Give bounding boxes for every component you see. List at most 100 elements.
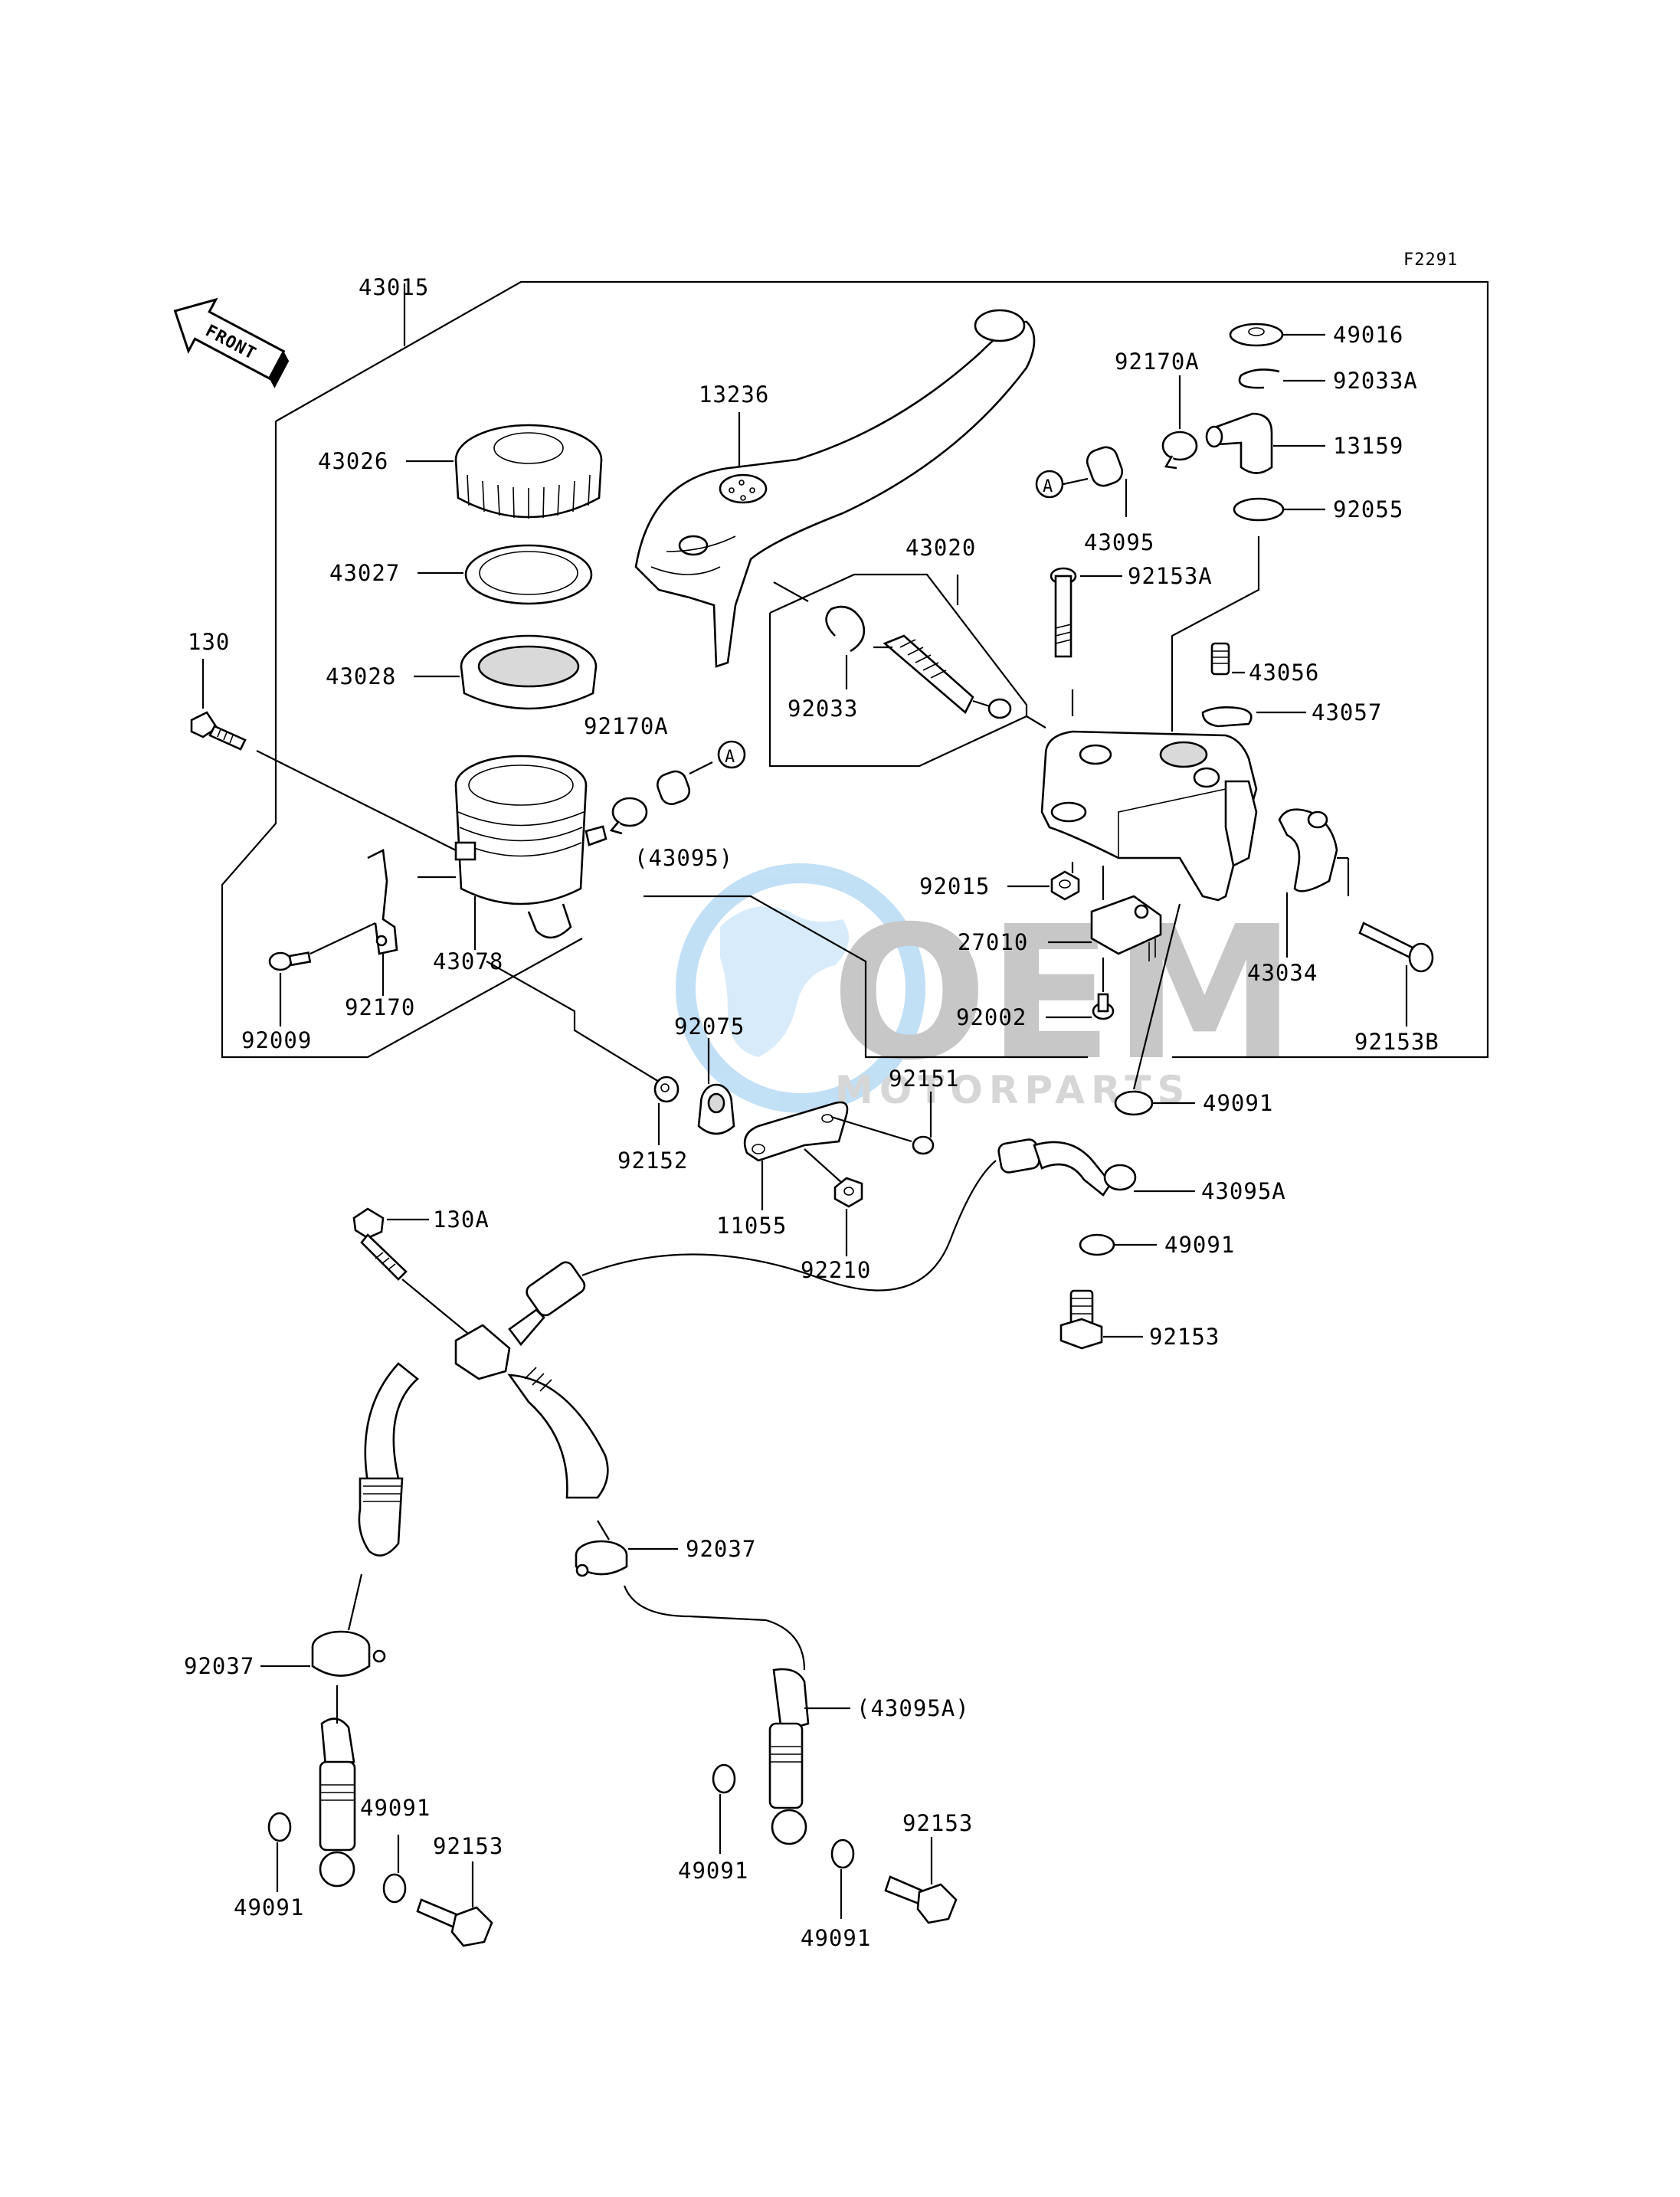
- label-92170a-left: 92170A: [584, 713, 669, 739]
- hose-43095-left: [657, 770, 691, 805]
- hose-branch-right: [623, 1585, 810, 1845]
- label-92075: 92075: [674, 1013, 745, 1040]
- piston-group-outline: [768, 573, 1028, 768]
- label-92152: 92152: [617, 1148, 688, 1174]
- label-43034: 43034: [1247, 960, 1318, 986]
- bolt-130: [190, 711, 247, 751]
- watermark-continents: [720, 906, 849, 1057]
- diaphragm: [460, 634, 598, 710]
- bolt-92153-c: [416, 1898, 493, 1947]
- bracket-11055: [743, 1101, 849, 1162]
- assembly-outline: [275, 280, 1489, 1059]
- cap-49016: [1229, 323, 1284, 347]
- bolt-92153b: [1358, 922, 1434, 973]
- nut-92210: [833, 1177, 863, 1208]
- watermark-globe: [676, 863, 925, 1113]
- clamp-92037-b: [311, 1630, 386, 1677]
- screw-92009: [268, 951, 312, 971]
- figure-code: F2291: [1403, 250, 1458, 270]
- label-92033: 92033: [788, 696, 858, 722]
- label-130: 130: [188, 629, 230, 655]
- bolt-92153-a: [1059, 1289, 1103, 1350]
- label-92153-b: 92153: [902, 1810, 973, 1836]
- bolt-130a: [352, 1207, 408, 1281]
- label-92015: 92015: [919, 873, 990, 899]
- label-92153-c: 92153: [433, 1833, 503, 1859]
- washer-92152: [653, 1076, 680, 1103]
- callout-a-left: A: [725, 748, 735, 767]
- label-43028: 43028: [326, 663, 396, 689]
- reservoir-cap: [454, 424, 603, 519]
- hose-splitter: [358, 1261, 609, 1557]
- washer-49091-a: [1114, 1090, 1154, 1116]
- brake-lever: [634, 309, 1036, 668]
- cap-43057: [1201, 706, 1253, 728]
- label-92153a: 92153A: [1128, 563, 1213, 589]
- assembly-outline-left: [221, 421, 583, 1059]
- label-92153b: 92153B: [1354, 1029, 1439, 1055]
- label-13159: 13159: [1333, 433, 1403, 459]
- label-130a: 130A: [433, 1207, 490, 1233]
- screw-92151: [912, 1135, 935, 1155]
- circlip-92033a: [1238, 368, 1280, 389]
- master-cylinder-body: [1040, 730, 1258, 902]
- label-92151: 92151: [889, 1066, 959, 1092]
- watermark-main: OEM: [831, 886, 1296, 1101]
- label-43015: 43015: [359, 274, 429, 300]
- piston: [873, 634, 1012, 719]
- clamp-92037-a: [575, 1540, 628, 1577]
- label-43095: 43095: [1084, 529, 1154, 555]
- label-43026: 43026: [318, 448, 388, 474]
- label-92153-a: 92153: [1149, 1324, 1220, 1350]
- label-49091-c: 49091: [234, 1894, 304, 1920]
- label-49091-a: 49091: [1203, 1090, 1273, 1116]
- label-92055: 92055: [1333, 496, 1403, 522]
- label-92037-b: 92037: [184, 1653, 254, 1679]
- label-43057: 43057: [1312, 699, 1382, 725]
- label-49091-b: 49091: [1164, 1232, 1235, 1258]
- bolt-92153-b: [884, 1875, 958, 1924]
- circlip-92033: [825, 605, 866, 653]
- label-92170: 92170: [345, 994, 415, 1020]
- label-11055: 11055: [716, 1213, 787, 1239]
- oring-92055: [1233, 497, 1285, 522]
- label-92170a-right: 92170A: [1115, 349, 1200, 375]
- label-13236: 13236: [699, 381, 769, 408]
- label-92002: 92002: [956, 1004, 1027, 1030]
- diaphragm-plate: [464, 544, 593, 605]
- label-27010: 27010: [958, 929, 1028, 955]
- screw-92002: [1092, 993, 1115, 1020]
- label-49091-e: 49091: [801, 1925, 871, 1951]
- label-92033a: 92033A: [1333, 368, 1418, 394]
- watermark: OEM MOTORPARTS: [676, 863, 1296, 1113]
- label-43056: 43056: [1249, 660, 1319, 686]
- label-49016: 49016: [1333, 322, 1403, 348]
- fitting-13159: [1205, 412, 1273, 474]
- bolt-92153a: [1050, 567, 1077, 658]
- clamp-43034: [1278, 808, 1338, 892]
- switch-27010: [1090, 895, 1162, 961]
- bleeder-43056: [1210, 642, 1230, 676]
- label-43078: 43078: [433, 948, 503, 974]
- bracket-92170: [367, 849, 398, 955]
- washer-49091-e: [830, 1838, 855, 1869]
- label-43027: 43027: [329, 560, 400, 586]
- front-arrow-icon: FRONT: [173, 297, 290, 388]
- clamp-92170a-right: [1161, 431, 1198, 470]
- label-43020: 43020: [905, 535, 976, 561]
- label-92210: 92210: [801, 1257, 871, 1283]
- nut-92015: [1050, 870, 1080, 901]
- hose-43095a: [581, 1138, 1137, 1292]
- label-43095a-paren: (43095A): [856, 1695, 970, 1721]
- washer-49091-b: [1079, 1233, 1115, 1256]
- hose-branch-left: [319, 1685, 356, 1888]
- label-43095a: 43095A: [1201, 1178, 1286, 1204]
- reservoir-tank: [454, 755, 607, 939]
- washer-49091-d: [712, 1763, 736, 1794]
- hose-43095-right: [1086, 446, 1124, 487]
- label-43095-paren: (43095): [634, 845, 733, 871]
- label-49091-f: 49091: [360, 1795, 431, 1821]
- label-92009: 92009: [241, 1027, 312, 1053]
- clamp-92170a-left: [609, 797, 648, 835]
